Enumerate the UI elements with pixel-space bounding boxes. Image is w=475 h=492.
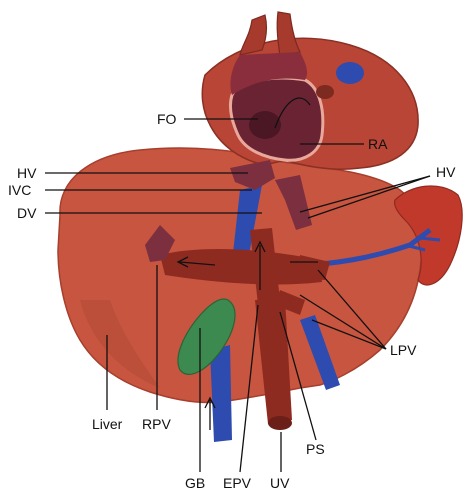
- label-hv-left: HV: [17, 165, 36, 181]
- label-hv-right: HV: [436, 164, 455, 180]
- great-vessel: [240, 15, 266, 55]
- label-ps: PS: [306, 441, 325, 457]
- great-vessel-branch: [277, 12, 300, 56]
- label-gb: GB: [185, 475, 205, 491]
- label-liver: Liver: [92, 416, 122, 432]
- label-epv: EPV: [223, 475, 251, 491]
- label-ra: RA: [368, 136, 387, 152]
- pulmonary-vein-blue: [336, 62, 364, 84]
- pulmonary-vein-red: [316, 85, 334, 99]
- label-ivc: IVC: [8, 182, 31, 198]
- label-lpv: LPV: [390, 342, 416, 358]
- label-rpv: RPV: [142, 416, 171, 432]
- label-uv: UV: [270, 475, 289, 491]
- umbilical-vein-end: [268, 416, 292, 430]
- label-dv: DV: [17, 205, 36, 221]
- label-fo: FO: [157, 111, 176, 127]
